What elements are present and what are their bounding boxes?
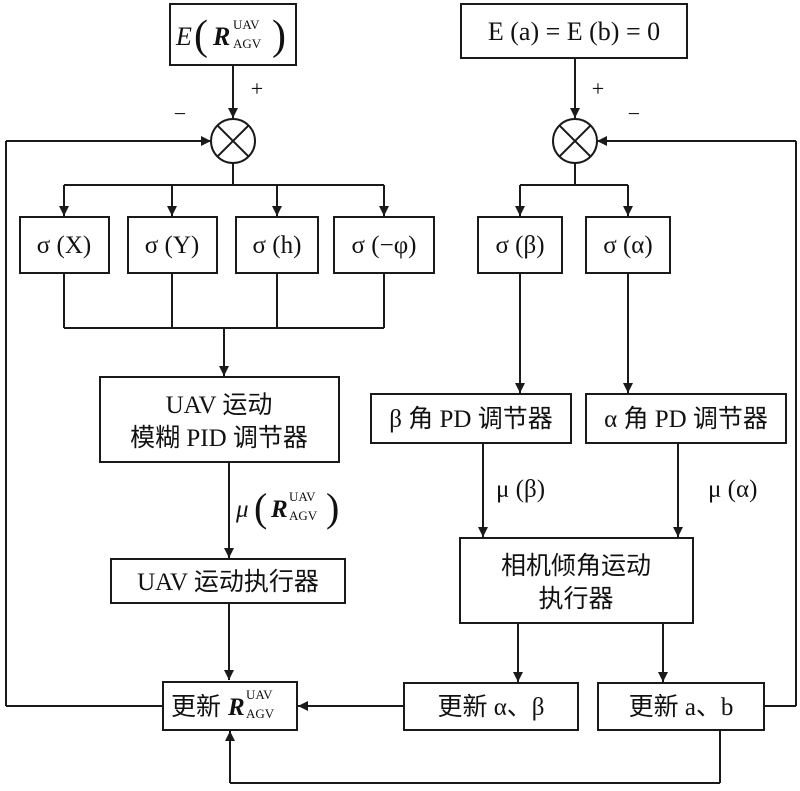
connection-lines [5, 58, 797, 784]
update-a-b-box: 更新 a、b [597, 682, 765, 731]
svg-text:μ: μ [235, 496, 249, 523]
sigma-box-y: σ (Y) [127, 216, 218, 274]
sigma-box-h: σ (h) [235, 216, 319, 274]
minus-sign-right: − [628, 101, 640, 126]
svg-text:σ (α): σ (α) [603, 232, 652, 259]
svg-text:σ (h): σ (h) [253, 232, 302, 259]
setpoint-box-right: E (a) = E (b) = 0 [460, 3, 688, 59]
svg-text:更新 a、b: 更新 a、b [629, 693, 734, 721]
svg-text:相机倾角运动: 相机倾角运动 [501, 552, 651, 580]
minus-sign-left: − [174, 101, 186, 126]
svg-text:执行器: 执行器 [538, 585, 613, 613]
svg-text:UAV: UAV [233, 17, 260, 32]
uav-motion-actuator: UAV 运动执行器 [110, 558, 346, 604]
update-alpha-beta-box: 更新 α、β [403, 682, 579, 731]
sigma-box-alpha: σ (α) [585, 216, 671, 274]
sigma-box-beta: σ (β) [477, 216, 563, 274]
svg-text:): ) [326, 485, 339, 530]
svg-text:UAV: UAV [246, 687, 273, 702]
svg-text:AGV: AGV [246, 706, 275, 721]
beta-pd-controller: β 角 PD 调节器 [370, 393, 572, 444]
signal-mu-r: μ ( R UAV AGV ) [235, 485, 339, 530]
R-symbol: R [212, 22, 230, 51]
setpoint-right-label: E (a) = E (b) = 0 [488, 17, 660, 46]
svg-text:R: R [227, 694, 245, 721]
svg-text:更新 α、β: 更新 α、β [437, 693, 544, 721]
signal-mu-beta: μ (β) [496, 476, 545, 503]
svg-text:σ (−φ): σ (−φ) [352, 232, 417, 259]
plus-sign-right: + [592, 76, 604, 101]
svg-text:UAV 运动执行器: UAV 运动执行器 [137, 568, 319, 596]
svg-text:β 角 PD 调节器: β 角 PD 调节器 [389, 405, 552, 433]
svg-text:(: ( [254, 485, 267, 530]
sigma-box-phi: σ (−φ) [333, 216, 435, 274]
svg-text:σ (β): σ (β) [495, 232, 544, 259]
svg-text:UAV 运动: UAV 运动 [166, 392, 273, 419]
summing-junction-right [552, 118, 598, 164]
camera-tilt-actuator: 相机倾角运动 执行器 [459, 537, 694, 624]
svg-text:α 角 PD 调节器: α 角 PD 调节器 [604, 405, 768, 433]
svg-text:UAV: UAV [289, 489, 316, 504]
alpha-pd-controller: α 角 PD 调节器 [585, 393, 787, 444]
svg-text:R: R [270, 496, 288, 523]
svg-text:AGV: AGV [289, 508, 318, 523]
plus-sign-left: + [251, 76, 263, 101]
update-r-box: 更新 R UAV AGV [162, 681, 298, 731]
svg-text:模糊 PID 调节器: 模糊 PID 调节器 [130, 424, 308, 452]
svg-text:σ (X): σ (X) [37, 232, 91, 259]
svg-text:σ (Y): σ (Y) [145, 232, 199, 259]
svg-text:AGV: AGV [233, 36, 262, 51]
svg-text:(: ( [194, 13, 208, 59]
uav-fuzzy-pid-controller: UAV 运动 模糊 PID 调节器 [99, 376, 340, 463]
setpoint-box-left: E ( R UAV AGV ) [169, 3, 297, 66]
svg-text:): ) [272, 13, 286, 59]
E-symbol: E [175, 22, 192, 51]
summing-junction-left [210, 118, 256, 164]
svg-text:更新: 更新 [171, 693, 221, 721]
sigma-box-x: σ (X) [19, 216, 110, 274]
signal-mu-alpha: μ (α) [708, 476, 757, 503]
